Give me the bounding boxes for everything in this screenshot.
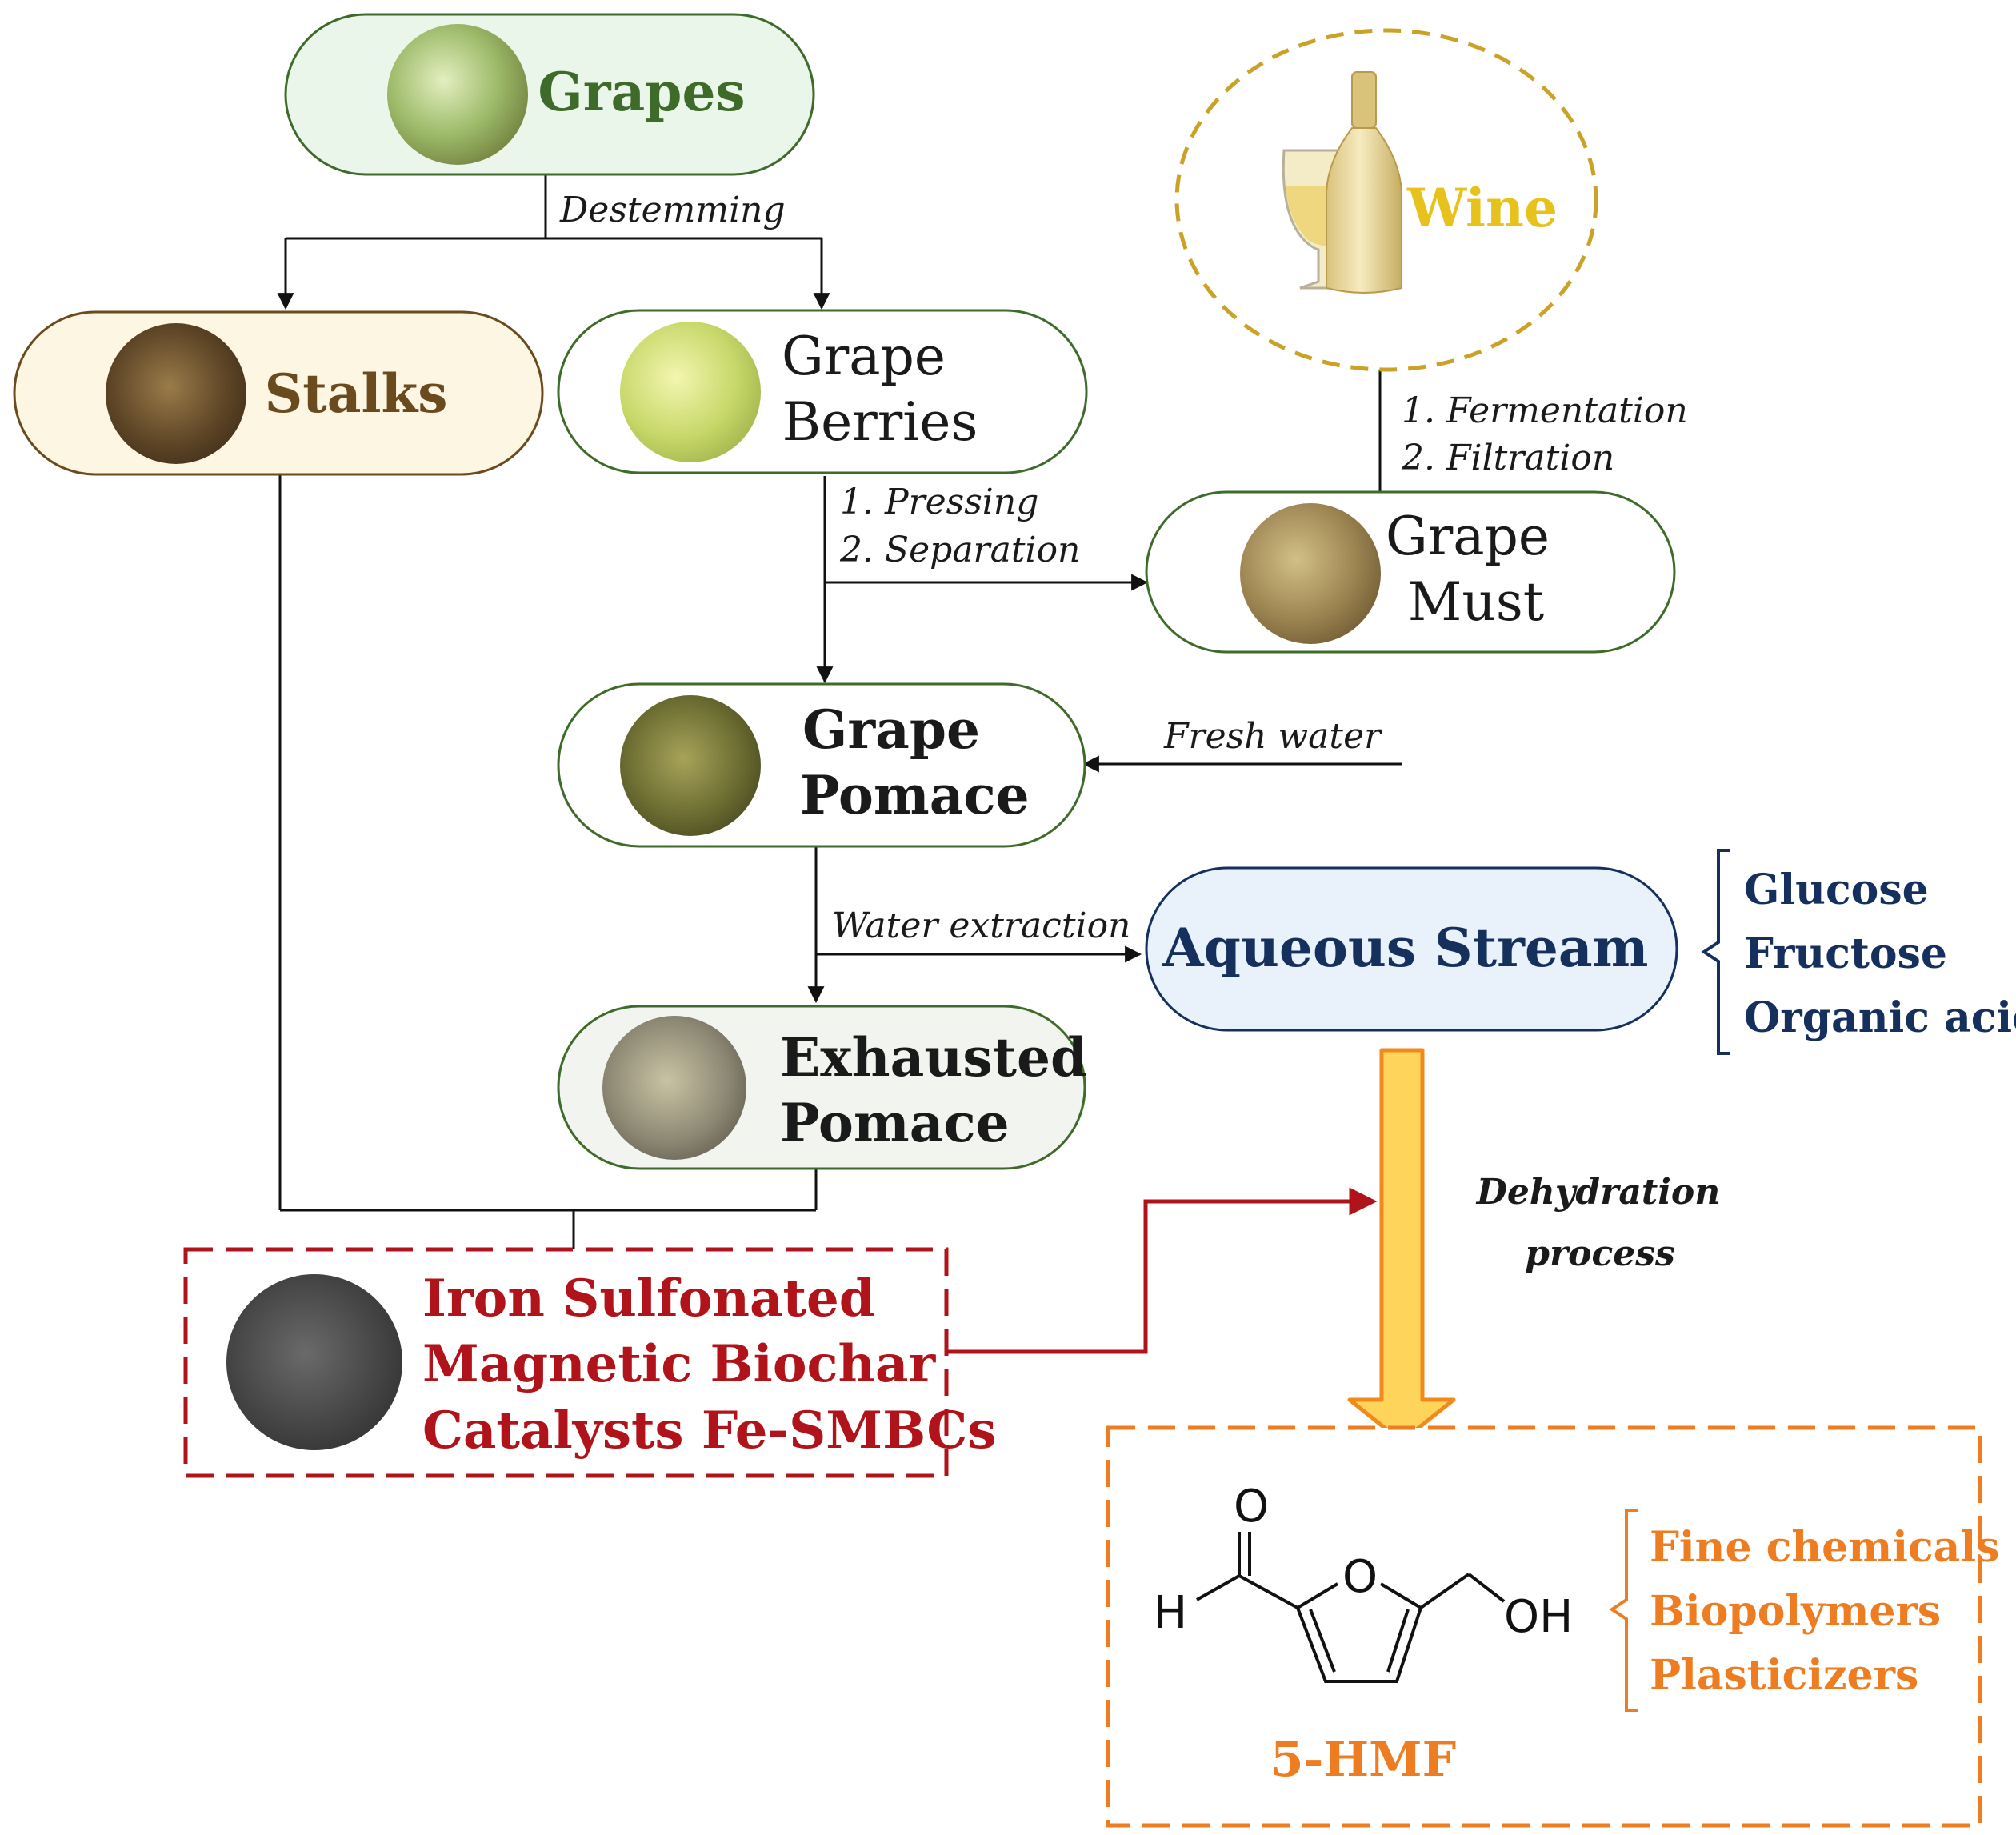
wine-bottle-icon <box>1326 71 1402 294</box>
aqueous-components: Glucose Fructose Organic acids <box>1701 849 2016 1055</box>
catalyst-label: Iron Sulfonated Magnetic Biochar Catalys… <box>422 1269 996 1461</box>
step-fresh-water: Fresh water <box>1163 716 1383 757</box>
stalks-label: Stalks <box>265 362 448 425</box>
step-water-extraction: Water extraction <box>832 906 1130 946</box>
node-exhausted-pomace: Exhausted Pomace <box>557 1005 1106 1170</box>
aqueous-components-bracket <box>1701 849 1730 1055</box>
grape-berries-label: Grape Berries <box>782 326 978 453</box>
stalks-photo <box>106 323 246 464</box>
step-process: process <box>1525 1233 1675 1274</box>
component-glucose: Glucose <box>1744 866 1929 914</box>
grape-berries-line-2: Berries <box>782 391 978 453</box>
grapes-label: Grapes <box>538 61 745 123</box>
step-dehydration: Dehydration <box>1475 1172 1721 1213</box>
atom-ring-o: O <box>1342 1551 1378 1603</box>
node-grape-must: Grape Must <box>1145 490 1676 654</box>
grape-must-photo <box>1240 503 1381 644</box>
component-organic-acids: Organic acids <box>1744 993 2016 1042</box>
exhausted-pomace-label: Exhausted Pomace <box>780 1026 1106 1154</box>
grape-must-line-1: Grape <box>1386 506 1550 567</box>
node-grapes: Grapes <box>284 13 815 176</box>
catalyst-line-3: Catalysts Fe-SMBCs <box>422 1401 996 1461</box>
exhausted-pomace-photo <box>602 1016 746 1160</box>
dehydration-arrow <box>1347 1048 1456 1444</box>
node-aqueous-stream: Aqueous Stream <box>1145 866 1678 1032</box>
node-stalks: Stalks <box>13 310 544 476</box>
node-grape-berries: Grape Berries <box>557 309 1088 474</box>
application-fine-chemicals: Fine chemicals <box>1650 1523 1999 1572</box>
atom-hydroxyl: OH <box>1504 1591 1573 1643</box>
node-grape-pomace: Grape Pomace <box>557 682 1086 848</box>
step-destemming: Destemming <box>559 190 786 230</box>
grape-pomace-line-1: Grape <box>802 698 980 761</box>
step-pressing: 1. Pressing <box>840 482 1038 522</box>
arrow-catalyst-to-dehydration <box>946 1187 1378 1354</box>
hmf-applications-bracket <box>1609 1509 1638 1712</box>
grape-pomace-photo <box>620 695 761 836</box>
wine-label: Wine <box>1406 177 1558 239</box>
catalyst-line-2: Magnetic Biochar <box>422 1334 937 1394</box>
hmf-label: 5-HMF <box>1270 1732 1456 1788</box>
connectors <box>277 174 1402 1354</box>
grape-must-label: Grape Must <box>1386 506 1566 633</box>
grape-berries-photo <box>620 322 761 462</box>
atom-aldehyde-o: O <box>1234 1481 1269 1533</box>
catalyst-photo <box>226 1274 402 1450</box>
grape-pomace-line-2: Pomace <box>800 764 1030 826</box>
node-catalyst: Iron Sulfonated Magnetic Biochar Catalys… <box>183 1247 996 1478</box>
step-labels: Destemming 1. Pressing 2. Separation 1. … <box>559 190 1720 1274</box>
aqueous-stream-label: Aqueous Stream <box>1162 917 1649 979</box>
atom-aldehyde-h: H <box>1154 1587 1187 1639</box>
hmf-molecule-icon <box>1196 1532 1506 1683</box>
grape-pomace-label: Grape Pomace <box>800 698 1030 826</box>
exhausted-pomace-line-2: Pomace <box>780 1092 1010 1154</box>
grape-must-line-2: Must <box>1408 571 1544 633</box>
exhausted-pomace-line-1: Exhausted <box>780 1026 1087 1089</box>
component-fructose: Fructose <box>1744 929 1947 978</box>
step-separation: 2. Separation <box>839 530 1080 570</box>
catalyst-line-1: Iron Sulfonated <box>422 1269 874 1329</box>
node-wine: Wine <box>1174 28 1598 372</box>
step-filtration: 2. Filtration <box>1401 438 1614 478</box>
grapes-photo <box>387 24 528 165</box>
step-fermentation: 1. Fermentation <box>1402 390 1688 431</box>
grape-berries-line-1: Grape <box>782 326 946 387</box>
application-plasticizers: Plasticizers <box>1650 1651 1918 1700</box>
application-biopolymers: Biopolymers <box>1650 1587 1941 1636</box>
node-hmf: O H O OH 5-HMF Fine chemicals Biopolymer… <box>1106 1425 1999 1828</box>
